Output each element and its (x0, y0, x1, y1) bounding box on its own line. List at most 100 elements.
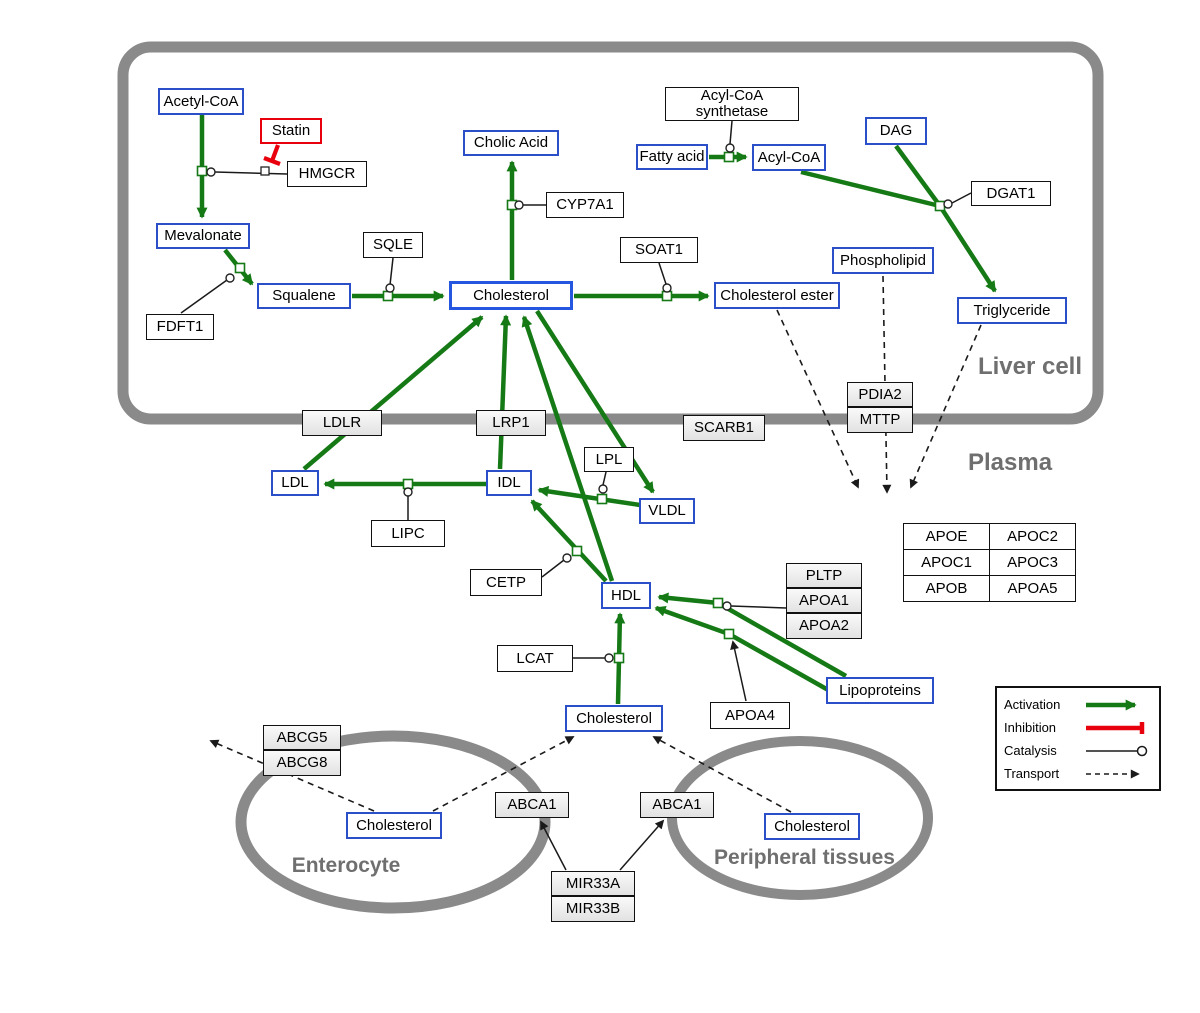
node-statin[interactable]: Statin (260, 118, 322, 144)
node-dag[interactable]: DAG (865, 117, 927, 145)
catalysis-circle (206, 167, 216, 177)
edge-junction-to-triglyceride (938, 204, 997, 293)
node-cholesterol-liver[interactable]: Cholesterol (449, 281, 573, 310)
reaction-square (712, 597, 724, 609)
activation-edges (196, 115, 997, 705)
reaction-square (723, 151, 735, 163)
node-pltp[interactable]: PLTP (786, 563, 862, 588)
reaction-square (402, 478, 414, 490)
node-mir33b[interactable]: MIR33B (551, 896, 635, 922)
node-ldlr[interactable]: LDLR (302, 410, 382, 436)
node-lcat[interactable]: LCAT (497, 645, 573, 672)
node-lpl[interactable]: LPL (584, 447, 634, 472)
reaction-square (382, 290, 394, 302)
catalysis-hmgcr (214, 171, 288, 175)
node-lipc[interactable]: LIPC (371, 520, 445, 547)
catalysis-apolipoproteins (730, 605, 787, 609)
node-dgat1[interactable]: DGAT1 (971, 181, 1051, 206)
transport-cholesterol-ester (776, 309, 860, 489)
node-cholic-acid[interactable]: Cholic Acid (463, 130, 559, 156)
node-mttp[interactable]: MTTP (847, 407, 913, 433)
node-mevalonate[interactable]: Mevalonate (156, 223, 250, 249)
catalysis-circle (604, 653, 614, 663)
node-cholesterol-enterocyte[interactable]: Cholesterol (346, 812, 442, 839)
node-mir33a[interactable]: MIR33A (551, 871, 635, 896)
node-fdft1[interactable]: FDFT1 (146, 314, 214, 340)
node-abcg8[interactable]: ABCG8 (263, 750, 341, 776)
plasma-label: Plasma (968, 449, 1053, 476)
node-apoa1[interactable]: APOA1 (786, 588, 862, 613)
reaction-square (571, 545, 583, 557)
node-apoa2[interactable]: APOA2 (786, 613, 862, 639)
catalysis-dgat1 (951, 192, 972, 204)
node-idl[interactable]: IDL (486, 470, 532, 496)
node-squalene[interactable]: Squalene (257, 283, 351, 309)
legend-inhibition-label: Inhibition (1004, 720, 1057, 735)
apo-cell[interactable]: APOC2 (990, 524, 1076, 550)
node-ldl[interactable]: LDL (271, 470, 319, 496)
catalysis-circle (225, 273, 235, 283)
edge-hdl-to-idl (530, 499, 608, 583)
acyl-coa-synthetase-line2: synthetase (695, 103, 769, 120)
node-vldl[interactable]: VLDL (639, 498, 695, 524)
apo-cell[interactable]: APOC1 (904, 550, 990, 576)
legend-row-catalysis: Catalysis (1004, 739, 1152, 762)
node-apoa4[interactable]: APOA4 (710, 702, 790, 729)
node-cetp[interactable]: CETP (470, 569, 542, 596)
catalysis-circle (562, 553, 572, 563)
catalysis-circle (725, 143, 735, 153)
node-abca1-peripheral[interactable]: ABCA1 (640, 792, 714, 818)
node-pdia2[interactable]: PDIA2 (847, 382, 913, 407)
transport-abcg-efflux (209, 739, 375, 812)
reaction-square (596, 493, 608, 505)
catalysis-cetp (541, 559, 565, 578)
edge-apoa4-to-reaction (730, 640, 747, 702)
edge-mir33-to-abca1-left (540, 820, 567, 871)
legend-transport-label: Transport (1004, 766, 1060, 781)
node-cholesterol-peripheral[interactable]: Cholesterol (764, 813, 860, 840)
node-lrp1[interactable]: LRP1 (476, 410, 546, 436)
transport-dashed-arrow-icon (1086, 769, 1140, 778)
enterocyte-label: Enterocyte (291, 854, 401, 877)
reaction-square (661, 290, 673, 302)
node-cholesterol-ester[interactable]: Cholesterol ester (714, 282, 840, 309)
inhibition-tbar-icon (1086, 721, 1145, 734)
node-phospholipid[interactable]: Phospholipid (832, 247, 934, 274)
legend-activation-label: Activation (1004, 697, 1061, 712)
node-hmgcr[interactable]: HMGCR (287, 161, 367, 187)
node-acyl-coa[interactable]: Acyl-CoA (752, 144, 826, 171)
node-triglyceride[interactable]: Triglyceride (957, 297, 1067, 324)
transport-triglyceride (909, 324, 982, 489)
node-scarb1[interactable]: SCARB1 (683, 415, 765, 441)
edge-mir33-to-abca1-right (619, 819, 665, 871)
transport-enterocyte-to-plasma (432, 736, 575, 812)
catalysis-acylcoa-synthetase (729, 120, 733, 145)
apo-cell[interactable]: APOC3 (990, 550, 1076, 576)
acyl-coa-synthetase-line1: Acyl-CoA (700, 87, 764, 105)
catalysis-circle (722, 601, 732, 611)
apo-cell[interactable]: APOA5 (990, 576, 1076, 602)
apolipoprotein-table: APOE APOC2 APOC1 APOC3 APOB APOA5 (903, 523, 1076, 602)
node-fatty-acid[interactable]: Fatty acid (636, 144, 708, 170)
catalysis-circle (385, 283, 395, 293)
node-hdl[interactable]: HDL (601, 582, 651, 609)
node-acyl-coa-synthetase[interactable]: Acyl-CoA synthetase (665, 87, 799, 121)
edge-hdl-to-cholesterol (521, 315, 615, 582)
node-lipoproteins[interactable]: Lipoproteins (826, 677, 934, 704)
node-cyp7a1[interactable]: CYP7A1 (546, 192, 624, 218)
node-acetyl-coa[interactable]: Acetyl-CoA (158, 88, 244, 115)
node-sqle[interactable]: SQLE (363, 232, 423, 258)
catalysis-lpl (602, 471, 607, 486)
catalysis-circle-icon (1086, 745, 1148, 756)
liver-cell-membrane (117, 41, 1104, 425)
apo-cell[interactable]: APOB (904, 576, 990, 602)
node-abcg5[interactable]: ABCG5 (263, 725, 341, 750)
node-abca1-enterocyte[interactable]: ABCA1 (495, 792, 569, 818)
node-cholesterol-plasma[interactable]: Cholesterol (565, 705, 663, 732)
catalysis-soat1 (658, 262, 667, 285)
catalysis-edges (180, 120, 972, 871)
apo-cell[interactable]: APOE (904, 524, 990, 550)
reaction-square (234, 262, 246, 274)
node-soat1[interactable]: SOAT1 (620, 237, 698, 263)
transport-edges (209, 275, 982, 813)
